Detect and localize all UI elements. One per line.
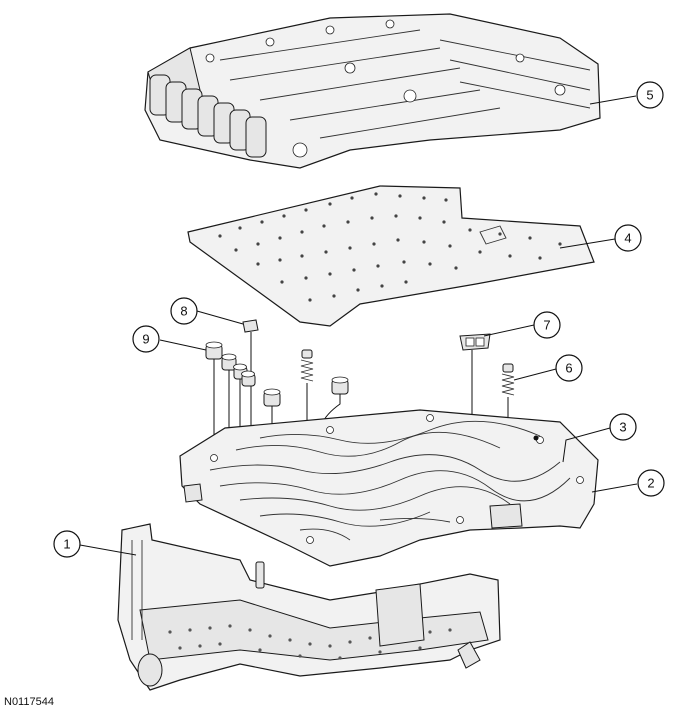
callout-9-label: 9 bbox=[142, 332, 149, 347]
callout-5: 5 bbox=[636, 81, 664, 109]
leader-5 bbox=[589, 95, 637, 105]
callouts: 1 2 3 4 5 6 7 8 bbox=[53, 81, 665, 558]
leader-2 bbox=[591, 483, 638, 493]
callout-6: 6 bbox=[555, 354, 583, 382]
leader-4 bbox=[559, 238, 616, 249]
check-plugs-9 bbox=[205, 341, 349, 520]
leader-8 bbox=[196, 310, 244, 325]
callout-leaders bbox=[79, 95, 638, 556]
leader-3-dot bbox=[533, 435, 539, 441]
callout-7-label: 7 bbox=[543, 318, 550, 333]
callout-4: 4 bbox=[614, 224, 642, 252]
callout-5-label: 5 bbox=[646, 88, 653, 103]
leader-1 bbox=[79, 544, 137, 556]
solenoid-row bbox=[149, 74, 267, 158]
leader-9 bbox=[159, 339, 207, 351]
lower-valve-body bbox=[179, 409, 599, 567]
separator-plate bbox=[187, 185, 595, 327]
callout-1-label: 1 bbox=[63, 537, 70, 552]
leader-3 bbox=[562, 427, 611, 463]
callout-4-label: 4 bbox=[624, 231, 631, 246]
callout-7: 7 bbox=[533, 311, 561, 339]
leader-6 bbox=[513, 368, 557, 381]
callout-8: 8 bbox=[170, 297, 198, 325]
leader-7 bbox=[483, 324, 535, 337]
upper-valve-body bbox=[144, 13, 601, 169]
callout-6-label: 6 bbox=[565, 361, 572, 376]
callout-1: 1 bbox=[53, 530, 81, 558]
callout-3-label: 3 bbox=[619, 420, 626, 435]
callout-2: 2 bbox=[637, 469, 665, 497]
bracket-1 bbox=[117, 523, 501, 691]
callout-8-label: 8 bbox=[180, 304, 187, 319]
callout-3: 3 bbox=[609, 413, 637, 441]
figure-id-label: N0117544 bbox=[4, 696, 54, 708]
callout-2-label: 2 bbox=[647, 476, 654, 491]
callout-9: 9 bbox=[132, 325, 160, 353]
